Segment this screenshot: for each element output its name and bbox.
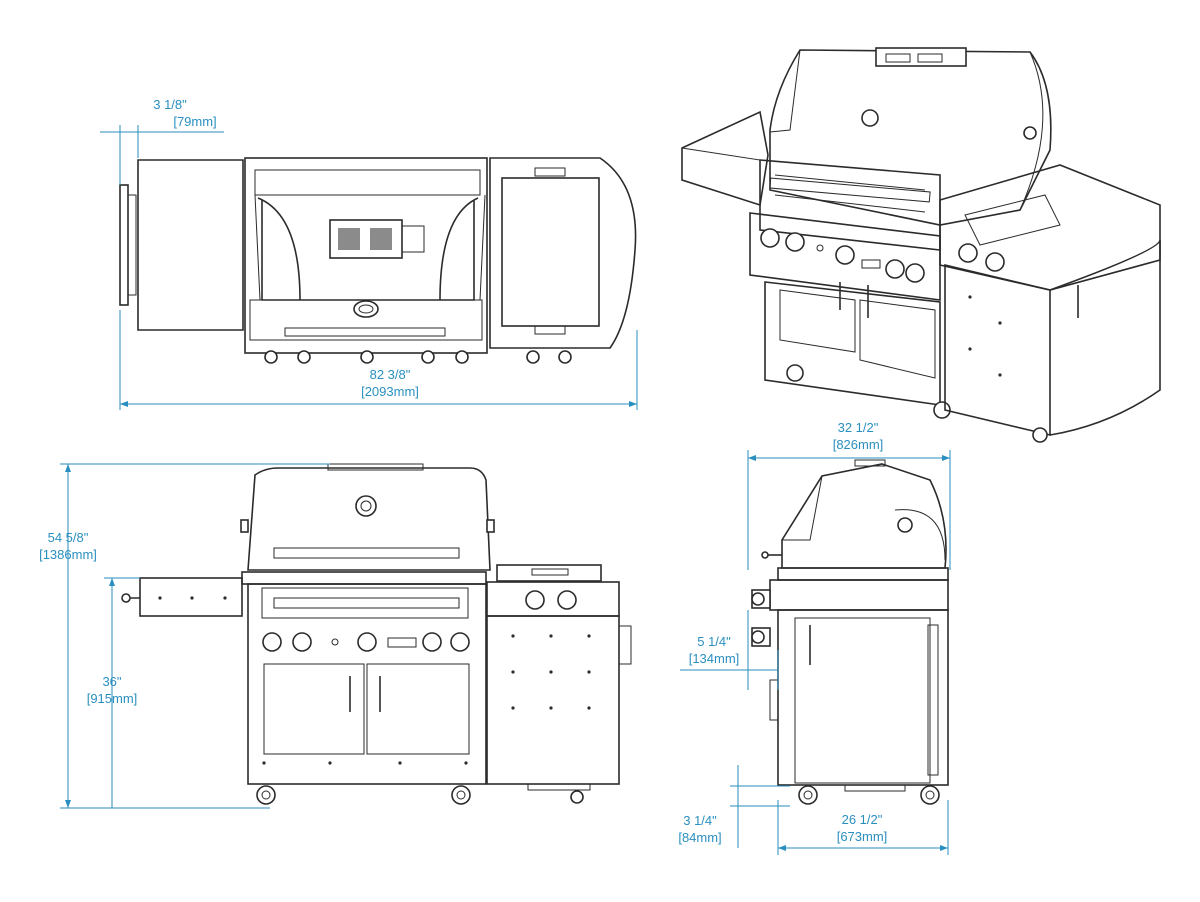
dim-base-offset: 3 1/4" [84mm] xyxy=(678,765,790,848)
dim-base-offset-metric: [84mm] xyxy=(678,830,721,845)
dim-cart-depth-imperial: 26 1/2" xyxy=(842,812,883,827)
dim-overall-height-imperial: 54 5/8" xyxy=(48,530,89,545)
dim-top-offset: 3 1/8" [79mm] xyxy=(100,97,224,185)
front-view-drawing xyxy=(121,463,632,805)
dim-overall-depth-metric: [826mm] xyxy=(833,437,884,452)
dim-counter-height-imperial: 36" xyxy=(102,674,121,689)
dim-top-offset-metric: [79mm] xyxy=(173,114,216,129)
dim-overall-depth: 32 1/2" [826mm] xyxy=(747,420,951,570)
dim-base-offset-imperial: 3 1/4" xyxy=(683,813,717,828)
dim-overall-depth-imperial: 32 1/2" xyxy=(838,420,879,435)
dim-cart-depth: 26 1/2" [673mm] xyxy=(777,800,949,855)
dim-overall-height: 54 5/8" [1386mm] xyxy=(39,463,330,809)
dim-overall-width-metric: [2093mm] xyxy=(361,384,419,399)
top-view-drawing xyxy=(119,157,637,364)
dim-panel-offset-imperial: 5 1/4" xyxy=(697,634,731,649)
dim-counter-height: 36" [915mm] xyxy=(87,577,140,808)
side-view-drawing xyxy=(751,459,949,805)
dim-overall-width: 82 3/8" [2093mm] xyxy=(119,310,638,410)
dim-cart-depth-metric: [673mm] xyxy=(837,829,888,844)
dim-panel-offset: 5 1/4" [134mm] xyxy=(680,610,779,690)
isometric-view-drawing xyxy=(681,47,1161,443)
dim-top-offset-imperial: 3 1/8" xyxy=(153,97,187,112)
dim-overall-height-metric: [1386mm] xyxy=(39,547,97,562)
dim-overall-width-imperial: 82 3/8" xyxy=(370,367,411,382)
dim-counter-height-metric: [915mm] xyxy=(87,691,138,706)
dim-panel-offset-metric: [134mm] xyxy=(689,651,740,666)
